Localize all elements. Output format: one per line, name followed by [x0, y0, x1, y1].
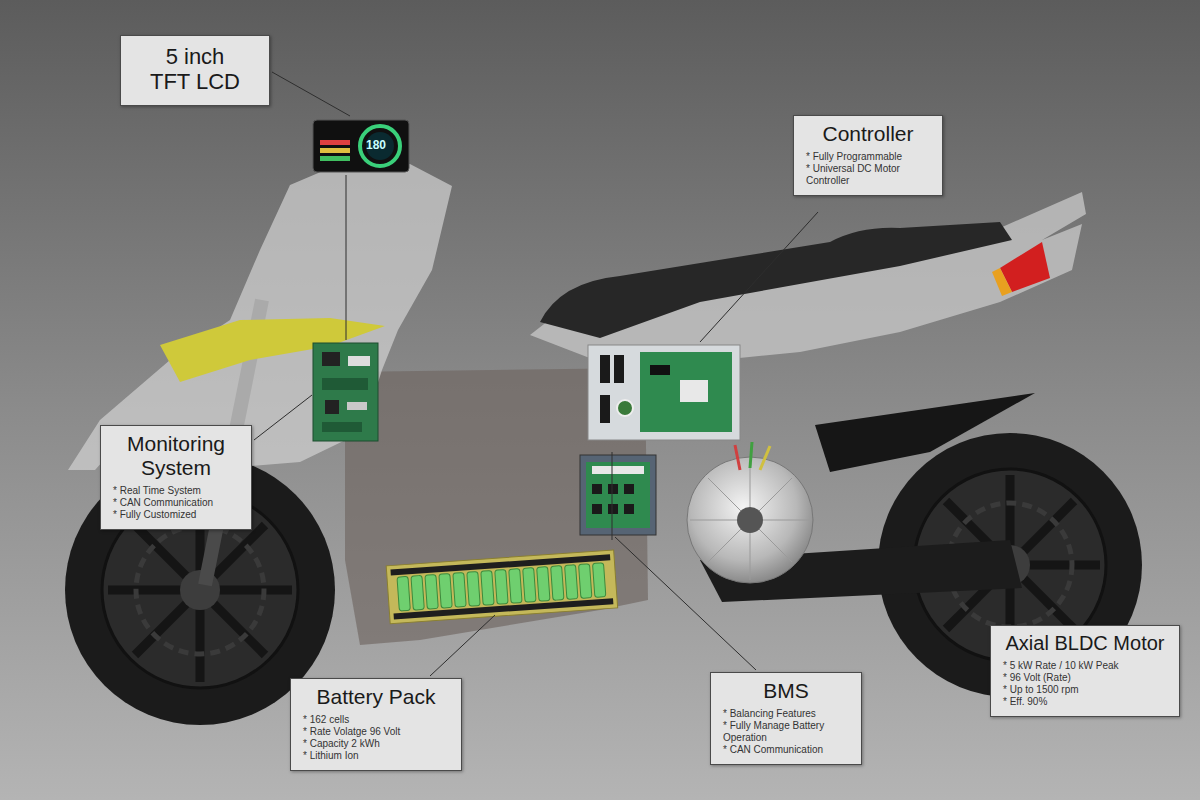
callout-bullet: * Universal DC Motor Controller — [804, 163, 932, 187]
callout-bullet: * Lithium Ion — [301, 750, 451, 762]
callout-bullet: * Up to 1500 rpm — [1001, 684, 1169, 696]
monitoring-board — [313, 343, 378, 441]
callout-heading: 5 inch TFT LCD — [147, 44, 243, 95]
callout-heading: Controller — [804, 122, 932, 146]
callout-heading: Battery Pack — [301, 685, 451, 709]
axial-motor — [687, 442, 813, 583]
seat — [540, 222, 1012, 338]
motor-callout: Axial BLDC Motor * 5 kW Rate / 10 kW Peak… — [990, 625, 1180, 717]
callout-bullet: * Fully Programmable — [804, 151, 932, 163]
callout-bullet: * Fully Customized — [111, 509, 241, 521]
controller-unit — [588, 345, 740, 440]
callout-bullet: * Rate Volatge 96 Volt — [301, 726, 451, 738]
callout-heading: Monitoring System — [111, 432, 241, 480]
tail-light — [992, 268, 1012, 296]
display-readout: 180 — [366, 138, 386, 152]
callout-bullet: * Eff. 90% — [1001, 696, 1169, 708]
lcd-display — [313, 120, 409, 172]
callout-heading: Axial BLDC Motor — [1001, 632, 1169, 655]
callout-bullet: * CAN Communication — [111, 497, 241, 509]
battery-callout: Battery Pack * 162 cells* Rate Volatge 96… — [290, 678, 462, 771]
bms-board — [580, 455, 656, 535]
monitoring-callout: Monitoring System * Real Time System* CAN… — [100, 425, 252, 530]
leader-lines — [254, 72, 818, 676]
bms-callout: BMS * Balancing Features* Fully Manage Ba… — [710, 672, 862, 765]
battery-cells — [386, 550, 617, 624]
callout-bullet: * 5 kW Rate / 10 kW Peak — [1001, 660, 1169, 672]
rear-fender — [815, 393, 1035, 472]
callout-bullet: * Capacity 2 kWh — [301, 738, 451, 750]
callout-bullet: * Fully Manage Battery Operation — [721, 720, 851, 744]
controller-callout: Controller * Fully Programmable* Universa… — [793, 115, 943, 196]
callout-heading: BMS — [721, 679, 851, 703]
callout-bullet: * Balancing Features — [721, 708, 851, 720]
callout-bullet: * Real Time System — [111, 485, 241, 497]
rear-body — [530, 192, 1086, 362]
callout-bullet: * 96 Volt (Rate) — [1001, 672, 1169, 684]
lcd-callout: 5 inch TFT LCD — [120, 35, 270, 106]
callout-bullet: * CAN Communication — [721, 744, 851, 756]
callout-bullet: * 162 cells — [301, 714, 451, 726]
